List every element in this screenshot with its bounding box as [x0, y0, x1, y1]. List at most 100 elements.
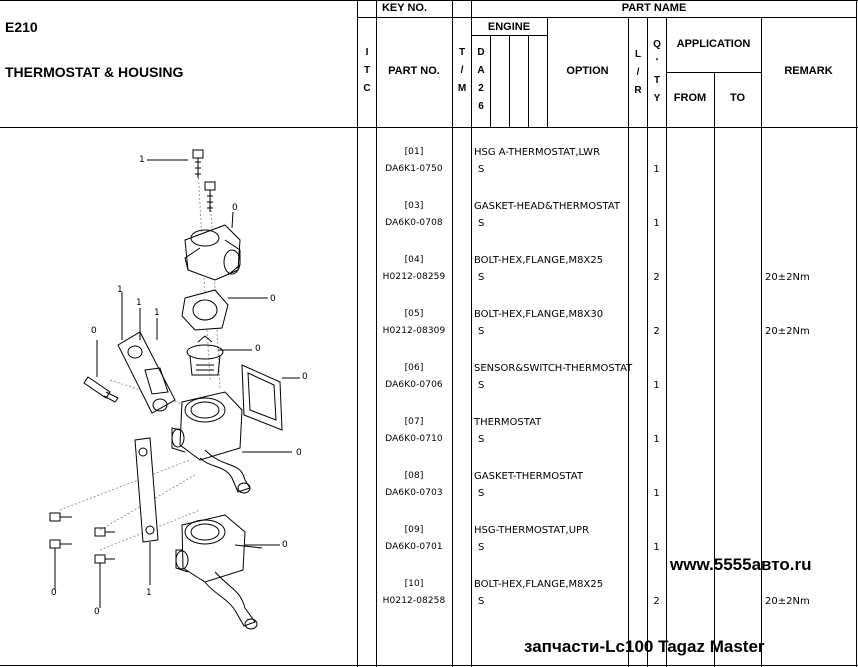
col-line	[628, 17, 629, 127]
col-line	[714, 72, 715, 127]
watermark-site: www.5555авто.ru	[670, 555, 812, 574]
callout-label: 0	[282, 540, 288, 550]
header-line	[471, 35, 547, 36]
part-number: H0212-08258	[382, 596, 446, 606]
part-qty: 2	[653, 596, 660, 607]
part-number: DA6K0-0701	[385, 542, 443, 552]
frame-bottom	[0, 665, 858, 666]
callout-label: 0	[302, 372, 308, 382]
callout-label: 1	[117, 285, 123, 295]
part-sub: S	[478, 596, 485, 607]
part-qty: 2	[653, 326, 660, 337]
col-line	[666, 127, 667, 667]
callout-label: 1	[136, 298, 142, 308]
part-remark: 20±2Nm	[765, 272, 810, 283]
col-line	[547, 17, 548, 127]
option-header: OPTION	[566, 65, 609, 77]
from-header: FROM	[673, 92, 707, 104]
part-key: [01]	[404, 147, 424, 157]
col-line	[376, 0, 377, 667]
part-number: DA6K0-0710	[385, 434, 443, 444]
callout-label: 0	[94, 607, 100, 617]
part-sub: S	[478, 164, 485, 175]
part-name: GASKET-THERMOSTAT	[474, 471, 583, 482]
part-name: SENSOR&SWITCH-THERMOSTAT	[474, 363, 633, 374]
callout-label: 1	[154, 308, 160, 318]
part-qty: 1	[653, 380, 660, 391]
callout-label: 1	[139, 155, 145, 165]
application-header: APPLICATION	[676, 38, 751, 50]
section-title: THERMOSTAT & HOUSING	[5, 64, 184, 80]
part-no-header: PART NO.	[388, 65, 440, 77]
part-name: HSG A-THERMOSTAT,LWR	[474, 147, 601, 158]
header-line	[357, 17, 856, 18]
callout-label: 0	[270, 294, 276, 304]
part-key: [08]	[404, 471, 424, 481]
col-line	[509, 35, 510, 127]
part-key: [10]	[404, 579, 424, 589]
part-number: H0212-08309	[382, 326, 446, 336]
watermark-caption: запчасти-Lc100 Tagaz Master	[524, 637, 765, 656]
part-name: BOLT-HEX,FLANGE,M8X30	[474, 309, 604, 320]
part-number: H0212-08259	[382, 272, 446, 282]
col-line	[628, 127, 629, 667]
col-line	[647, 17, 648, 127]
col-line	[761, 127, 762, 667]
col-line	[490, 35, 491, 127]
part-sub: S	[478, 488, 485, 499]
col-line	[528, 35, 529, 127]
bolt-top-1	[192, 149, 204, 178]
col-line	[714, 127, 715, 667]
header-line	[666, 72, 761, 73]
part-key: [05]	[404, 309, 424, 319]
col-line	[452, 0, 453, 667]
callout-label: 0	[91, 326, 97, 336]
header-divider	[0, 127, 858, 128]
col-line	[647, 127, 648, 667]
to-header: TO	[729, 92, 746, 104]
frame-top	[0, 0, 858, 1]
part-number: DA6K0-0706	[385, 380, 443, 390]
exploded-diagram	[49, 149, 300, 630]
remark-header: REMARK	[784, 65, 833, 77]
part-key: [09]	[404, 525, 424, 535]
part-qty: 2	[653, 272, 660, 283]
part-sub: S	[478, 380, 485, 391]
part-sub: S	[478, 218, 485, 229]
part-qty: 1	[653, 542, 660, 553]
part-qty: 1	[653, 434, 660, 445]
part-number: DA6K0-0703	[385, 488, 443, 498]
callout-label: 0	[296, 448, 302, 458]
part-qty: 1	[653, 164, 660, 175]
part-name: BOLT-HEX,FLANGE,M8X25	[474, 579, 604, 590]
section-code: E210	[5, 19, 38, 35]
part-number: DA6K1-0750	[385, 164, 443, 174]
part-key: [03]	[404, 201, 424, 211]
part-key: [04]	[404, 255, 424, 265]
part-sub: S	[478, 272, 485, 283]
col-line	[761, 17, 762, 127]
part-qty: 1	[653, 218, 660, 229]
part-key: [06]	[404, 363, 424, 373]
part-name: BOLT-HEX,FLANGE,M8X25	[474, 255, 604, 266]
part-sub: S	[478, 326, 485, 337]
frame-right	[856, 0, 857, 667]
callout-label: 0	[255, 344, 261, 354]
callout-label: 0	[232, 203, 238, 213]
part-remark: 20±2Nm	[765, 326, 810, 337]
col-line	[357, 0, 358, 667]
part-qty: 1	[653, 488, 660, 499]
key-no-header: KEY NO.	[381, 2, 428, 14]
part-sub: S	[478, 542, 485, 553]
part-sub: S	[478, 434, 485, 445]
part-name-header: PART NAME	[621, 2, 687, 14]
part-number: DA6K0-0708	[385, 218, 443, 228]
callout-label: 1	[146, 588, 152, 598]
part-name: GASKET-HEAD&THERMOSTAT	[474, 201, 621, 212]
part-name: HSG-THERMOSTAT,UPR	[474, 525, 590, 536]
part-key: [07]	[404, 417, 424, 427]
col-line	[471, 0, 472, 667]
part-remark: 20±2Nm	[765, 596, 810, 607]
callout-label: 0	[51, 588, 57, 598]
part-name: THERMOSTAT	[474, 417, 542, 428]
